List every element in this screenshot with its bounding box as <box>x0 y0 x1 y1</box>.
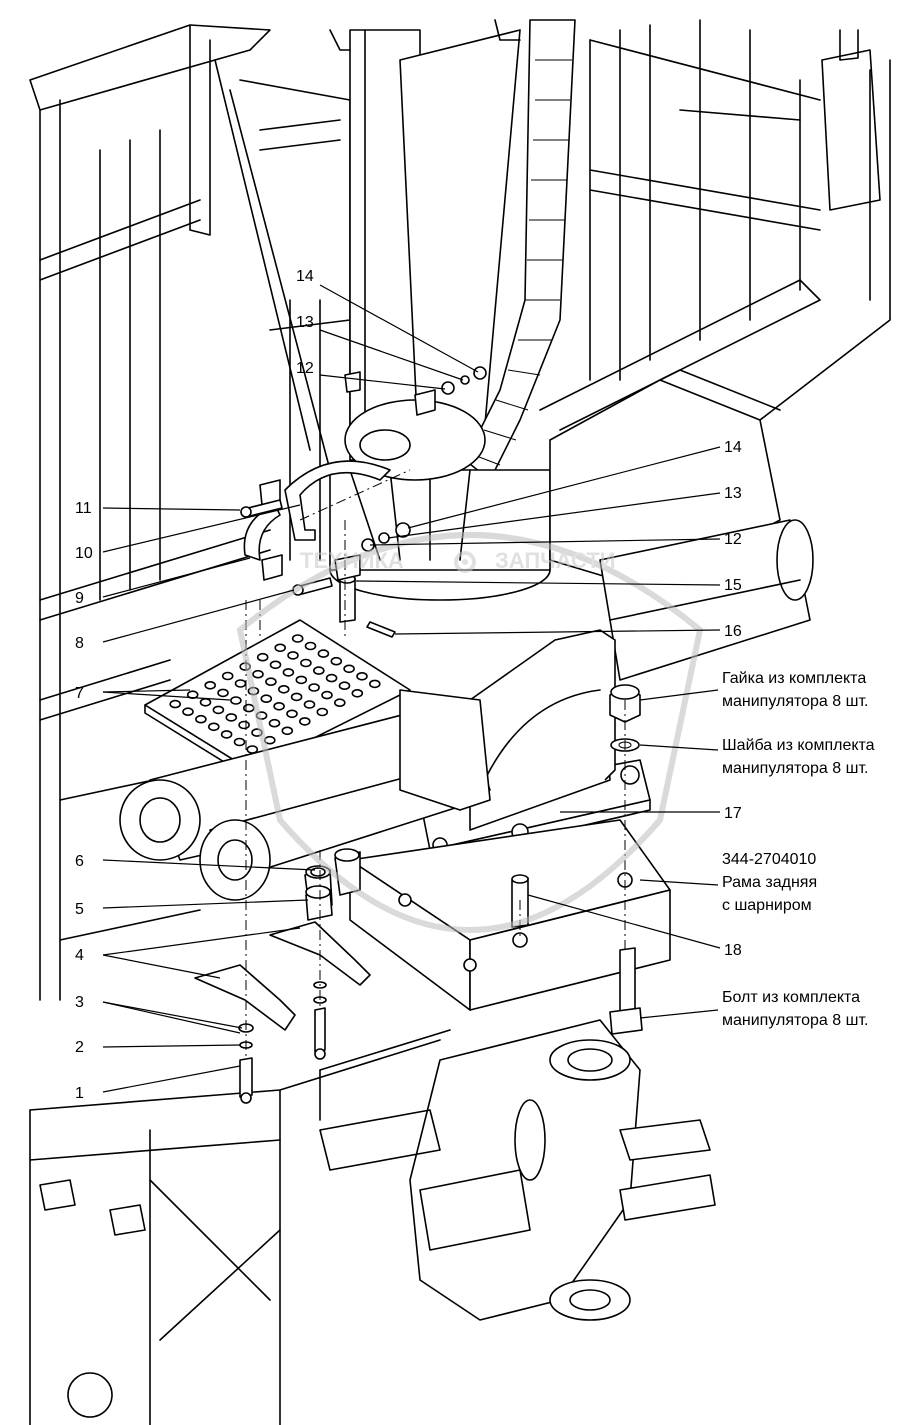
perforation-hole <box>221 671 234 681</box>
perforation-hole <box>321 690 333 700</box>
perforation-hole <box>312 666 325 675</box>
note-nut-line1: Гайка из комплекта <box>722 670 866 687</box>
perforation-hole <box>169 699 181 709</box>
callout-13-right: 13 <box>724 485 742 502</box>
manipulator-column <box>329 19 576 481</box>
assembly-axes <box>245 469 626 1060</box>
step-tubes <box>119 689 491 901</box>
watermark-right-text: ЗАПЧАСТИ <box>495 548 616 573</box>
callout-12-right: 12 <box>724 531 742 548</box>
callout-1: 1 <box>75 1085 84 1102</box>
callout-14-right: 14 <box>724 439 742 456</box>
perforation-hole <box>182 707 194 717</box>
perforation-hole <box>368 679 381 689</box>
perforation-hole <box>286 709 298 719</box>
callout-11: 11 <box>75 500 92 517</box>
perforation-hole <box>212 705 225 715</box>
callout-17: 17 <box>724 805 742 822</box>
callout-5: 5 <box>75 901 84 918</box>
note-frame-line3: с шарниром <box>722 897 812 914</box>
perforation-hole <box>268 718 281 728</box>
perforation-hole <box>298 717 311 726</box>
callout-14-top: 14 <box>296 268 314 285</box>
perforation-hole <box>308 683 320 692</box>
perforation-hole <box>220 730 233 739</box>
callout-8: 8 <box>75 635 84 652</box>
perforation-hole <box>265 677 277 687</box>
perforation-hole <box>281 726 294 736</box>
perforation-hole <box>343 664 355 674</box>
arm-housing <box>549 369 814 681</box>
perforation-hole <box>225 713 238 722</box>
fasteners <box>238 366 643 1104</box>
perforation-hole <box>204 680 216 690</box>
callout-13-top: 13 <box>296 314 314 331</box>
note-bolt-line1: Болт из комплекта <box>722 989 860 1006</box>
perforation-hole <box>238 720 250 730</box>
callout-4: 4 <box>75 947 84 964</box>
gear-icon <box>454 551 476 573</box>
callout-12-top: 12 <box>296 360 314 377</box>
leader-lines <box>102 284 721 1093</box>
perforation-hole <box>230 696 242 705</box>
watermark-left-text: ТЕХНИКА <box>300 548 404 573</box>
perforation-hole <box>333 698 346 708</box>
note-washer-line1: Шайба из комплекта <box>722 737 875 754</box>
perforation-hole <box>243 703 255 713</box>
callout-2: 2 <box>75 1039 84 1056</box>
perforation-hole <box>351 688 364 698</box>
perforation-hole <box>199 697 212 707</box>
callout-16: 16 <box>724 623 742 640</box>
perforation-hole <box>269 660 282 670</box>
callout-7: 7 <box>75 685 84 702</box>
perforation-hole <box>303 700 316 709</box>
perforation-hole <box>195 714 207 724</box>
perforation-hole <box>295 675 308 685</box>
perforation-hole <box>282 668 295 677</box>
perforation-hole <box>316 707 329 717</box>
callout-15: 15 <box>724 577 742 594</box>
callout-10: 10 <box>75 545 93 562</box>
perforation-hole <box>256 652 269 662</box>
perforation-hole <box>338 681 351 691</box>
callout-3: 3 <box>75 994 84 1011</box>
perforation-hole <box>274 643 287 653</box>
perforation-hole <box>208 722 220 732</box>
perforation-hole <box>260 694 273 704</box>
note-frame-line1: 344-2704010 <box>722 851 816 868</box>
perforation-hole <box>356 671 368 681</box>
perforation-hole <box>252 669 264 679</box>
perforation-hole <box>287 651 299 660</box>
clamp <box>243 371 436 581</box>
callout-9: 9 <box>75 590 84 607</box>
perforation-hole <box>290 692 303 702</box>
right-railing <box>539 19 891 431</box>
perforation-hole <box>217 688 229 698</box>
lower-chassis <box>29 1019 716 1425</box>
perforation-hole <box>291 634 304 643</box>
perforation-hole <box>317 649 330 658</box>
note-bolt-line2: манипулятора 8 шт. <box>722 1012 868 1029</box>
perforation-hole <box>277 684 290 694</box>
perforation-hole <box>273 701 285 711</box>
callout-6: 6 <box>75 853 84 870</box>
perforation-hole <box>300 658 312 668</box>
callout-18: 18 <box>724 942 742 959</box>
perforation-hole <box>330 656 343 666</box>
callout-numbers: 14 13 12 11 10 9 8 7 6 5 4 3 2 1 14 13 1… <box>75 268 742 1102</box>
watermark: ТЕХНИКА ЗАПЧАСТИ <box>236 532 704 933</box>
part-notes: Гайка из комплекта манипулятора 8 шт. Ша… <box>722 670 875 1029</box>
note-frame-line2: Рама задняя <box>722 874 817 891</box>
perforation-hole <box>234 679 247 688</box>
note-nut-line2: манипулятора 8 шт. <box>722 693 868 710</box>
perforation-hole <box>304 641 317 651</box>
perforation-hole <box>233 737 246 747</box>
perforation-hole <box>325 673 338 683</box>
note-washer-line2: манипулятора 8 шт. <box>722 760 868 777</box>
